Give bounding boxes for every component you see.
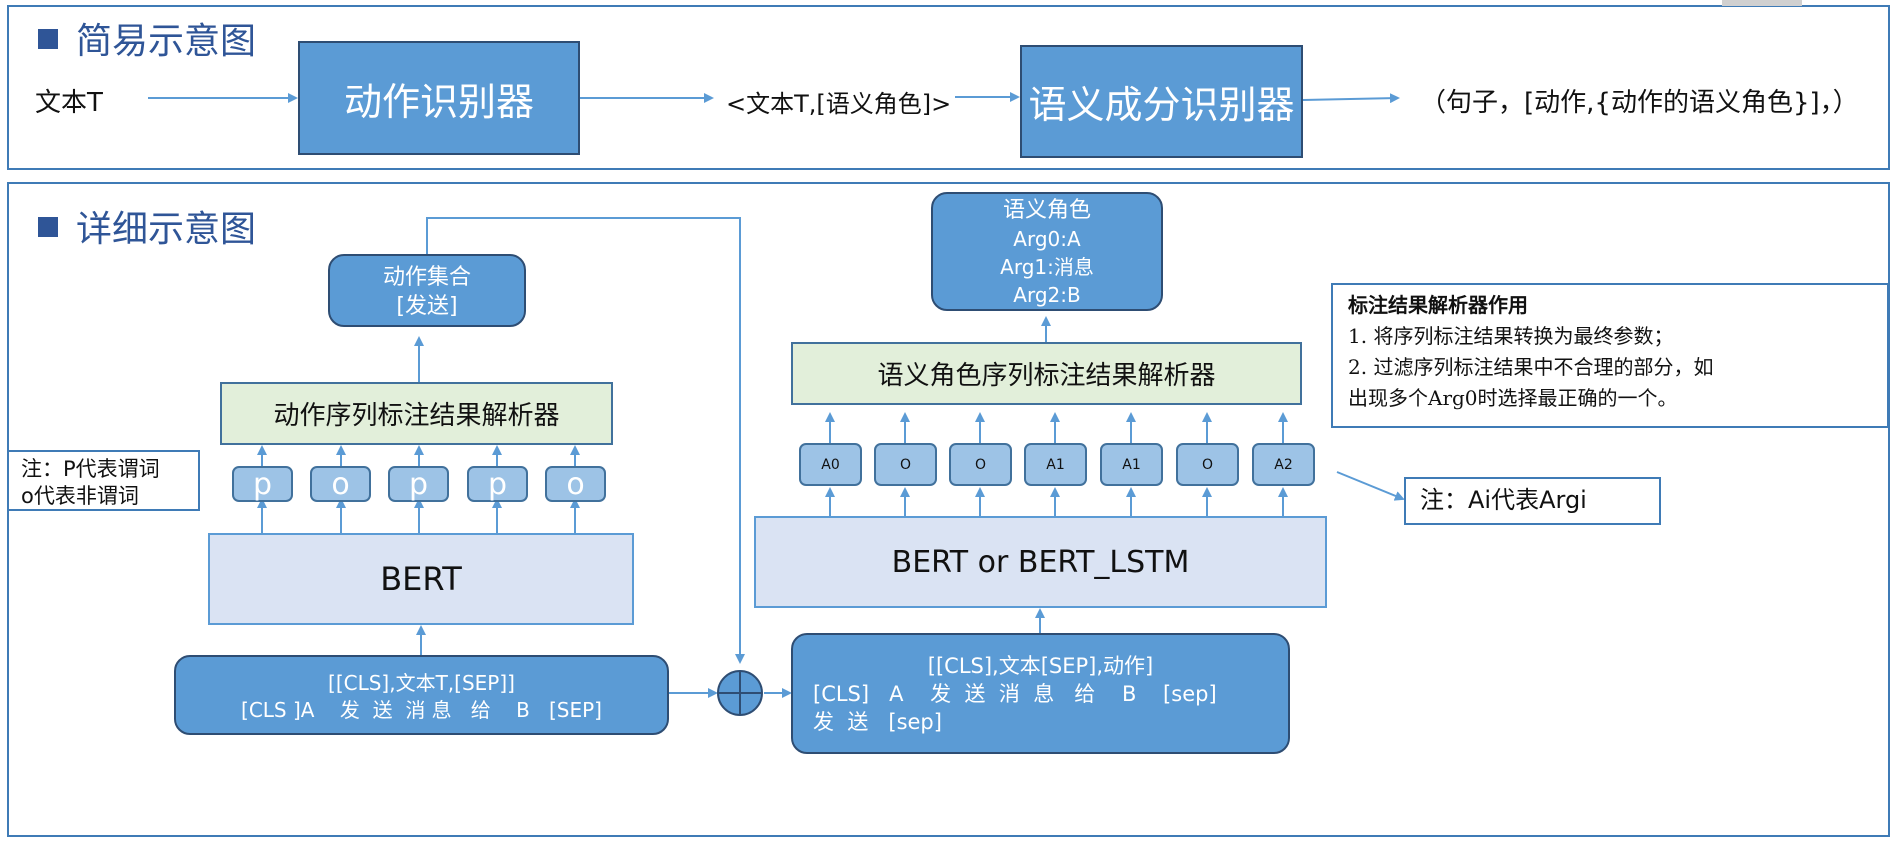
middle-output-label: <文本T,[语义角色]> — [726, 90, 952, 118]
right-token-0: A0 — [799, 443, 862, 486]
action-recognizer-box: 动作识别器 — [298, 41, 580, 155]
parser-function-line1: 1. 将序列标注结果转换为最终参数； — [1348, 324, 1674, 348]
right-token-3: A1 — [1024, 443, 1087, 486]
right-input-box: [[CLS],文本[SEP],动作] [CLS] A 发 送 消 息 给 B [… — [791, 633, 1290, 754]
left-token-3: p — [467, 466, 528, 502]
bert-left-box: BERT — [208, 533, 634, 625]
corner-tab-decoration — [1722, 0, 1802, 6]
role-parser-box: 语义角色序列标注结果解析器 — [791, 342, 1302, 405]
predicate-note: 注：P代表谓词 o代表非谓词 — [7, 450, 200, 511]
component-recognizer-box: 语义成分识别器 — [1020, 45, 1303, 158]
parser-function-line3: 出现多个Arg0时选择最正确的一个。 — [1348, 386, 1678, 410]
left-input-tokens: [CLS ]A 发 送 消 息 给 B [SEP] — [241, 698, 602, 722]
parser-function-title: 标注结果解析器作用 — [1348, 293, 1528, 317]
semantic-role-arg1: Arg1:消息 — [1000, 255, 1094, 279]
predicate-note-line2: o代表非谓词 — [21, 484, 139, 508]
input-text-label: 文本T — [35, 88, 103, 118]
action-set-value: [发送] — [396, 294, 458, 319]
parser-function-line2: 2. 过滤序列标注结果中不合理的部分，如 — [1348, 355, 1714, 379]
right-input-tokens-cont: 发 送 [sep] — [813, 710, 942, 734]
semantic-role-box: 语义角色 Arg0:A Arg1:消息 Arg2:B — [931, 192, 1163, 311]
semantic-role-arg2: Arg2:B — [1013, 283, 1081, 307]
action-set-title: 动作集合 — [382, 265, 471, 290]
left-token-1: o — [310, 466, 371, 502]
top-panel — [7, 5, 1890, 170]
final-output-label: （句子，[动作,{动作的语义角色}]，） — [1420, 88, 1859, 118]
right-token-1: O — [874, 443, 937, 486]
right-token-2: O — [949, 443, 1012, 486]
right-input-title: [[CLS],文本[SEP],动作] — [927, 654, 1154, 678]
action-parser-box: 动作序列标注结果解析器 — [220, 382, 613, 445]
bert-right-box: BERT or BERT_LSTM — [754, 516, 1327, 608]
parser-function-note: 标注结果解析器作用 1. 将序列标注结果转换为最终参数； 2. 过滤序列标注结果… — [1331, 283, 1889, 428]
right-token-5: O — [1176, 443, 1239, 486]
bullet-square-icon — [38, 29, 58, 49]
right-token-4: A1 — [1100, 443, 1163, 486]
left-token-4: o — [545, 466, 606, 502]
bullet-square-icon — [38, 217, 58, 237]
left-input-title: [[CLS],文本T,[SEP]] — [328, 671, 515, 695]
combine-node — [717, 670, 763, 716]
right-input-tokens: [CLS] A 发 送 消 息 给 B [sep] — [813, 682, 1217, 706]
top-section-title: 简易示意图 — [38, 12, 256, 64]
right-token-6: A2 — [1252, 443, 1315, 486]
arg-note: 注：Ai代表Argi — [1404, 477, 1661, 525]
semantic-role-title: 语义角色 — [1002, 198, 1091, 223]
left-token-2: p — [388, 466, 449, 502]
detail-section-title: 详细示意图 — [38, 200, 256, 252]
semantic-role-arg0: Arg0:A — [1013, 227, 1081, 251]
left-input-box: [[CLS],文本T,[SEP]] [CLS ]A 发 送 消 息 给 B [S… — [174, 655, 669, 735]
left-token-0: p — [232, 466, 293, 502]
action-set-box: 动作集合 [发送] — [328, 254, 526, 327]
predicate-note-line1: 注：P代表谓词 — [21, 457, 160, 481]
